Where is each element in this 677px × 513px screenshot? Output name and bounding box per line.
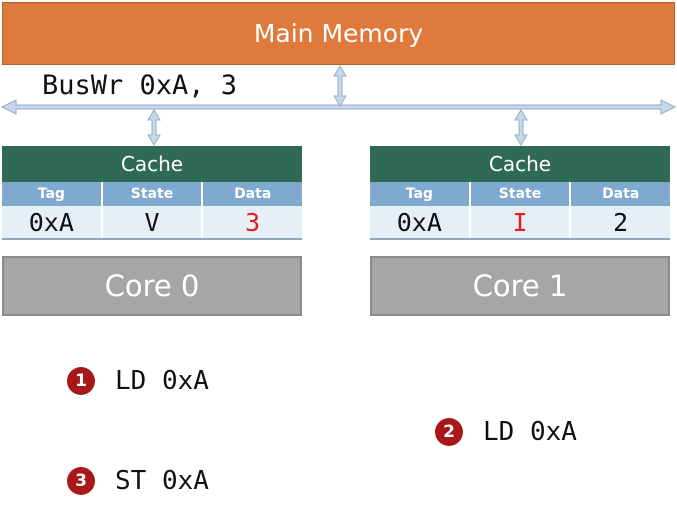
cache0-bus-connector: [147, 109, 161, 146]
header-data: Data: [602, 186, 640, 202]
core-1-label: Core 1: [472, 269, 568, 303]
main-memory-label: Main Memory: [253, 19, 424, 48]
system-bus: [0, 99, 677, 115]
step-instruction: LD 0xA: [483, 417, 577, 447]
main-memory: Main Memory: [2, 2, 675, 65]
cache-title: Cache: [2, 146, 302, 182]
cache-tag-value: 0xA: [2, 206, 103, 238]
cache-line: 0xA V 3: [2, 206, 302, 240]
step-instruction: LD 0xA: [115, 366, 209, 396]
step-number-badge: 1: [67, 367, 95, 395]
step-number-badge: 3: [67, 467, 95, 495]
cache-header-row: Tag State Data: [2, 182, 302, 206]
cache-core-1: Cache Tag State Data 0xA I 2: [370, 146, 670, 240]
cache-data-value: 3: [245, 207, 261, 237]
cache-line: 0xA I 2: [370, 206, 670, 240]
step-1: 1 LD 0xA: [67, 366, 209, 396]
cache-core-0: Cache Tag State Data 0xA V 3: [2, 146, 302, 240]
header-state: State: [471, 182, 572, 206]
memory-bus-connector: [333, 65, 347, 107]
core-1: Core 1: [370, 256, 670, 316]
header-tag: Tag: [2, 182, 103, 206]
cache-state-value: I: [471, 206, 572, 238]
header-tag: Tag: [370, 182, 471, 206]
cache1-bus-connector: [514, 109, 528, 146]
cache-state-value: V: [103, 206, 204, 238]
cache-data-value: 2: [613, 207, 629, 237]
core-0-label: Core 0: [104, 269, 200, 303]
bus-transaction-label: BusWr 0xA, 3: [42, 70, 238, 101]
cache-tag-value: 0xA: [370, 206, 471, 238]
header-data: Data: [234, 186, 272, 202]
step-2: 2 LD 0xA: [435, 417, 577, 447]
step-3: 3 ST 0xA: [67, 466, 209, 496]
step-number-badge: 2: [435, 418, 463, 446]
cache-title: Cache: [370, 146, 670, 182]
step-instruction: ST 0xA: [115, 466, 209, 496]
core-0: Core 0: [2, 256, 302, 316]
cache-header-row: Tag State Data: [370, 182, 670, 206]
header-state: State: [103, 182, 204, 206]
